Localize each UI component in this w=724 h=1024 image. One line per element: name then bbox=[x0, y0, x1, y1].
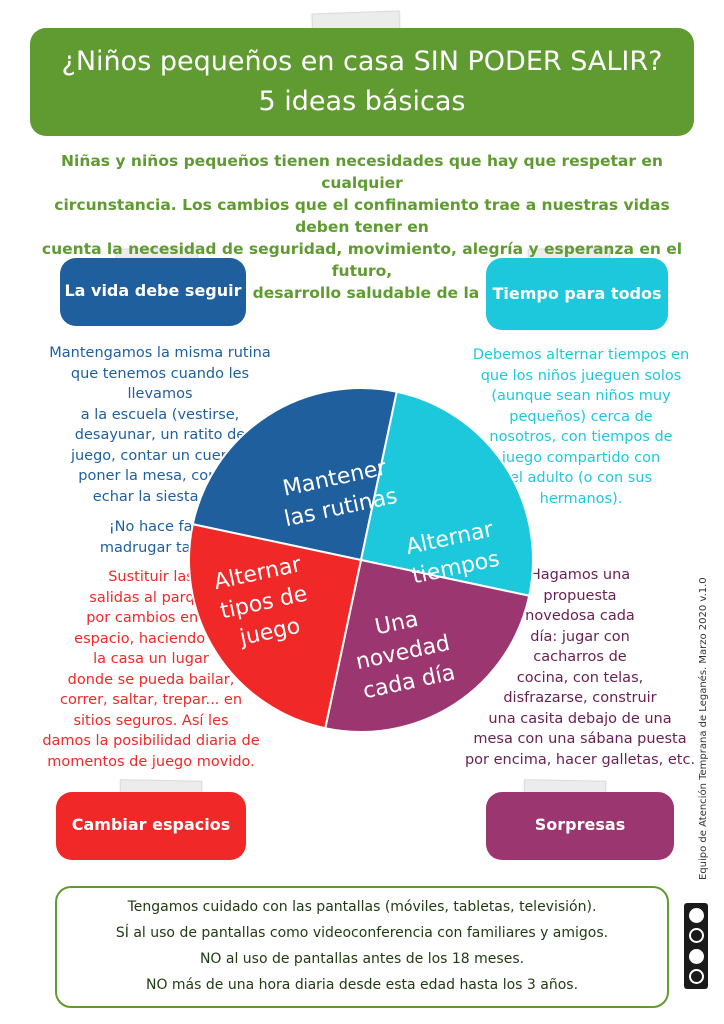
text-line: Mantengamos la misma rutina bbox=[49, 345, 271, 361]
text-line: novedosa cada bbox=[525, 608, 635, 624]
text-line: que los niños jueguen solos bbox=[480, 367, 682, 384]
text-line: (aunque sean niños muy bbox=[491, 388, 671, 404]
text-line: el adulto (o con sus bbox=[509, 470, 653, 486]
page-subtitle: 5 ideas básicas bbox=[258, 86, 466, 117]
screens-advice-box: Tengamos cuidado con las pantallas (móvi… bbox=[55, 886, 669, 1008]
label-tiempo-para-todos: Tiempo para todos bbox=[486, 258, 668, 330]
text-line: Debemos alternar tiempos en bbox=[472, 347, 690, 363]
spaces-paragraph: Sustituir las salidas al parque por camb… bbox=[26, 567, 276, 772]
text-line: correr, saltar, trepar... en bbox=[59, 692, 243, 708]
intro-line: cuenta la necesidad de seguridad, movimi… bbox=[41, 240, 683, 280]
page-header: ¿Niños pequeños en casa SIN PODER SALIR?… bbox=[30, 28, 694, 136]
text-line: que tenemos cuando les llevamos bbox=[70, 365, 250, 403]
text-line: juego, contar un cuento, bbox=[70, 447, 250, 464]
surprises-paragraph: Hagamos una propuesta novedosa cada día:… bbox=[454, 565, 706, 770]
pie-slice-mantener-rutinas bbox=[191, 387, 398, 562]
text-line: Sustituir las bbox=[108, 569, 194, 585]
label-cambiar-espacios: Cambiar espacios bbox=[56, 792, 246, 860]
nc-icon bbox=[688, 948, 704, 964]
text-line: propuesta bbox=[543, 587, 617, 604]
text-line: cocina, con telas, bbox=[516, 669, 644, 686]
cc-icon bbox=[688, 907, 704, 923]
pie-slice-novedad bbox=[324, 558, 531, 733]
label-la-vida-debe-seguir: La vida debe seguir bbox=[60, 258, 246, 326]
text-line: damos la posibilidad diaria de bbox=[42, 733, 260, 749]
label-sorpresas: Sorpresas bbox=[486, 792, 674, 860]
text-line: hermanos). bbox=[539, 490, 623, 507]
text-line: Hagamos una bbox=[529, 567, 631, 583]
text-line: sitios seguros. Así les bbox=[73, 712, 229, 729]
pie-slice-alternar-tiempos bbox=[359, 390, 534, 597]
routine-paragraph: Mantengamos la misma rutina que tenemos … bbox=[40, 343, 280, 507]
text-line: cacharros de bbox=[533, 649, 627, 665]
intro-line: circunstancia. Los cambios que el confin… bbox=[54, 196, 670, 236]
pie-diagram: Mantener las rutinas Alternar tiempos Un… bbox=[188, 387, 534, 733]
author-credit: Equipo de Atención Temprana de Leganés. … bbox=[698, 577, 709, 880]
text-line: donde se pueda bailar, bbox=[67, 671, 235, 688]
advice-line: SÍ al uso de pantallas como videoconfere… bbox=[115, 925, 609, 941]
pie-slice-tipos-juego bbox=[188, 523, 363, 730]
advice-line: NO al uso de pantallas antes de los 18 m… bbox=[199, 951, 525, 967]
page-title: ¿Niños pequeños en casa SIN PODER SALIR? bbox=[61, 46, 663, 77]
text-line: salidas al parque bbox=[89, 589, 213, 606]
text-line: desayunar, un ratito de bbox=[74, 427, 246, 443]
text-line: a la escuela (vestirse, bbox=[80, 406, 240, 423]
text-line: espacio, haciendo de bbox=[74, 630, 228, 647]
text-line: disfrazarse, construir bbox=[503, 690, 657, 706]
text-line: la casa un lugar bbox=[93, 651, 209, 667]
text-line: por cambios en el bbox=[86, 610, 216, 626]
text-line: día: jugar con bbox=[530, 628, 630, 645]
text-line: echar la siesta ...). bbox=[92, 488, 228, 505]
text-line: mesa con una sábana puesta bbox=[473, 731, 687, 747]
time-paragraph: Debemos alternar tiempos en que los niño… bbox=[456, 345, 706, 509]
text-line: una casita debajo de una bbox=[488, 710, 672, 727]
text-line: juego compartido con bbox=[501, 449, 661, 466]
text-line: pequeños) cerca de bbox=[509, 408, 653, 425]
text-line: poner la mesa, comer, bbox=[78, 468, 242, 484]
routine-text: Mantengamos la misma rutina que tenemos … bbox=[40, 343, 280, 558]
advice-line: NO más de una hora diaria desde esta eda… bbox=[145, 977, 579, 993]
text-line: ¡No hace falta bbox=[108, 519, 212, 535]
surprises-text: Hagamos una propuesta novedosa cada día:… bbox=[454, 565, 706, 770]
time-text: Debemos alternar tiempos en que los niño… bbox=[456, 345, 706, 509]
by-icon bbox=[688, 928, 704, 944]
intro-line: Niñas y niños pequeños tienen necesidade… bbox=[61, 152, 663, 192]
sa-icon bbox=[688, 969, 704, 985]
text-line: momentos de juego movido. bbox=[47, 753, 255, 770]
cc-license-badge bbox=[684, 903, 708, 989]
spaces-text: Sustituir las salidas al parque por camb… bbox=[26, 567, 276, 772]
advice-line: Tengamos cuidado con las pantallas (móvi… bbox=[127, 899, 597, 915]
text-line: nosotros, con tiempos de bbox=[489, 429, 673, 445]
text-line: por encima, hacer galletas, etc. bbox=[464, 751, 696, 768]
